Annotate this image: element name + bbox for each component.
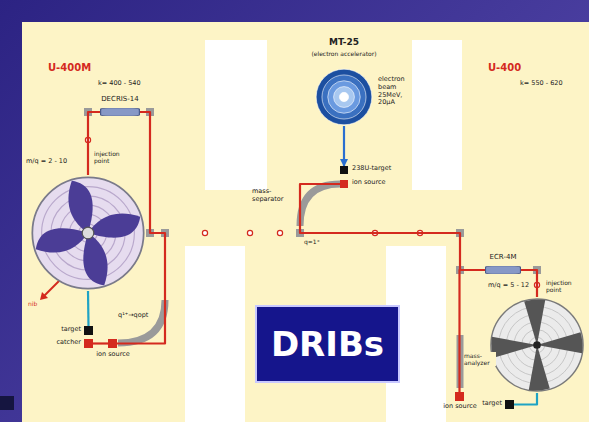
drawing-part: [537, 320, 585, 361]
drawing-part: [84, 339, 93, 348]
node-title: ion source: [93, 351, 133, 359]
ion-source-block-shape: [108, 339, 117, 348]
beam-line: [514, 393, 537, 405]
cyclotron-shape: [489, 297, 585, 393]
drawing-part: [512, 297, 553, 345]
annotation-label: injection point: [546, 279, 584, 293]
drawing-part: [88, 213, 140, 237]
title-box: DRIBs: [255, 305, 400, 383]
target-block: target: [505, 400, 514, 409]
white-band: [205, 40, 267, 190]
node-title: target: [44, 326, 81, 334]
target-block-shape: [505, 400, 514, 409]
bend-blocks: [84, 108, 541, 274]
beam-line: [88, 112, 100, 175]
ion-source-magnet: DECRIS-14: [100, 108, 140, 116]
drawing-part: [202, 230, 207, 235]
drawing-part: [455, 392, 464, 401]
node-title: DECRIS-14: [90, 95, 150, 103]
bending-magnet: [118, 300, 165, 343]
annotation-label: q¹⁺→qopt: [118, 312, 160, 320]
drawing-part: [277, 230, 282, 235]
drawing-part: [334, 87, 355, 108]
drawing-part: [339, 92, 348, 101]
node-title: DRIBs: [271, 327, 384, 361]
node-title: ion source: [435, 403, 485, 411]
ion-source-magnet: ECR-4M: [485, 266, 521, 274]
beam-line: [87, 291, 90, 326]
node-title: 238U-target: [352, 165, 407, 173]
drawing-part: [340, 180, 348, 188]
beam-line: [343, 126, 345, 166]
beam-line: [300, 184, 485, 270]
annotation-label: m/q = 2 - 10: [26, 158, 86, 166]
ion-source-block-shape: [340, 180, 348, 188]
drawing-part: [328, 81, 360, 113]
target-block-shape: [340, 166, 348, 174]
drawing-part: [68, 181, 92, 233]
drawing-part: [100, 108, 140, 116]
mass-separator-magnet: [300, 184, 340, 226]
white-band: [412, 40, 462, 190]
exit-beam: [44, 280, 60, 296]
annotation-label: mass-separator: [252, 188, 294, 204]
node-title: ECR-4M: [475, 253, 531, 261]
ion-source-block-shape: [455, 392, 464, 401]
node-title: U-400M: [48, 62, 118, 74]
drawing-part: [84, 326, 93, 335]
node-detail: k= 400 - 540: [98, 80, 164, 88]
node-detail: electron beam 25MeV, 20μA: [378, 76, 416, 107]
ion-source-magnet-shape: [485, 266, 521, 274]
electron-accelerator-shape: [315, 68, 373, 126]
ion-source-block: ion source: [455, 392, 464, 401]
drawing-part: [485, 266, 521, 274]
drawing-part: [32, 177, 143, 288]
drawing-part: [316, 69, 372, 125]
annotation-label: q=1⁺: [304, 238, 334, 245]
catcher-block-shape: [84, 339, 93, 348]
annotation-label: injection point: [94, 150, 134, 164]
node-detail: (electron accelerator): [284, 50, 404, 57]
drawing-part: [108, 339, 117, 348]
beam-line: [93, 342, 108, 344]
node-detail: k= 550 - 620: [520, 80, 584, 88]
drawing-part: [522, 345, 563, 393]
drawing-part: [247, 230, 252, 235]
white-band: [185, 246, 245, 422]
ion-source-block: ion source: [340, 180, 348, 188]
electron-accelerator: MT-25(electron accelerator)electron beam…: [315, 68, 373, 126]
drawing-part: [36, 228, 88, 252]
cyclotron: U-400Mk= 400 - 540: [30, 175, 146, 291]
beamline-elements: [85, 137, 539, 287]
cyclotron-shape: [30, 175, 146, 291]
beam-line: [460, 270, 486, 392]
drawing-part: [322, 75, 366, 119]
target-block: 238U-target: [340, 166, 348, 174]
drawing-part: [505, 400, 514, 409]
drawing-part: [533, 341, 541, 349]
drawing-part: [340, 166, 348, 174]
corner-mark: [0, 396, 14, 410]
target-block: target: [84, 326, 93, 335]
exit-arrowhead: [40, 292, 48, 300]
annotation-label: mass-analyzer: [464, 352, 496, 366]
drawing-part: [83, 233, 107, 285]
annotation-label: nib: [28, 300, 48, 307]
node-title: catcher: [44, 339, 81, 347]
drawing-part: [489, 330, 537, 371]
cyclotron: U-400k= 550 - 620: [489, 297, 585, 393]
annotation-label: m/q = 5 - 12: [488, 282, 544, 290]
node-title: U-400: [488, 62, 548, 74]
catcher-block: catcher: [84, 339, 93, 348]
target-block-shape: [84, 326, 93, 335]
ion-source-magnet-shape: [100, 108, 140, 116]
panel: [22, 22, 589, 422]
node-title: MT-25: [309, 37, 379, 48]
ion-source-block: ion source: [108, 339, 117, 348]
drawing-part: [82, 227, 94, 239]
node-title: ion source: [352, 179, 402, 187]
